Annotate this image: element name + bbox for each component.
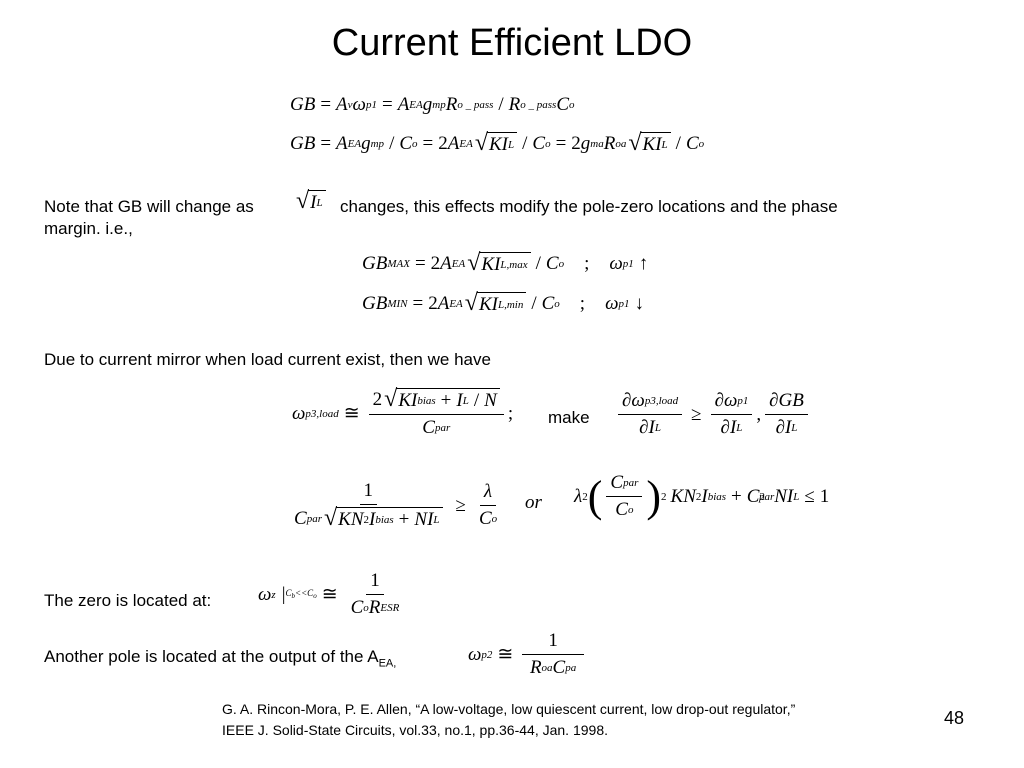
reference-line-1: G. A. Rincon-Mora, P. E. Allen, “A low-v… bbox=[222, 701, 796, 717]
or-label: or bbox=[525, 492, 542, 513]
zero-text: The zero is located at: bbox=[44, 591, 212, 610]
mirror-text: Due to current mirror when load current … bbox=[44, 350, 491, 369]
make-label: make bbox=[548, 408, 590, 427]
note-text-line2: margin. i.e., bbox=[44, 219, 133, 238]
slide-title: Current Efficient LDO bbox=[331, 22, 693, 64]
page-number: 48 bbox=[943, 708, 964, 728]
pole-text: Another pole is located at the output of… bbox=[44, 647, 397, 670]
reference-line-2: IEEE J. Solid-State Circuits, vol.33, no… bbox=[222, 722, 608, 738]
note-text-after: changes, this effects modify the pole-ze… bbox=[340, 197, 838, 216]
note-text-before: Note that GB will change as bbox=[44, 197, 254, 216]
